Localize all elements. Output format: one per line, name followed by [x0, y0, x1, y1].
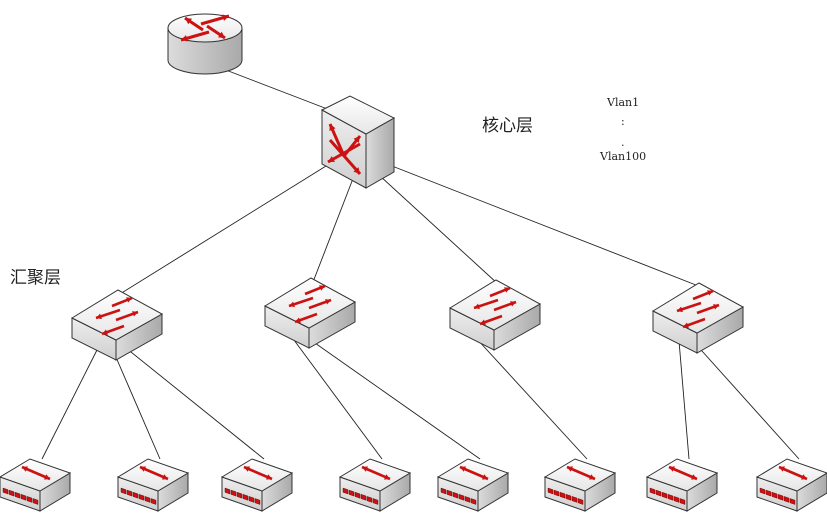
- link-core-aggregation: [391, 165, 702, 288]
- vlan-start-label: Vlan1: [606, 96, 639, 109]
- access-switch-icon: [338, 458, 412, 512]
- vlan-dot-small: .: [621, 136, 625, 149]
- link-aggregation-access: [475, 337, 588, 460]
- aggregation-switch-icon: [651, 282, 745, 354]
- access-switch-icon: [116, 458, 190, 512]
- access-switch-icon: [436, 458, 510, 512]
- aggregation-switch-icon: [70, 289, 164, 361]
- vlan-range-label: Vlan1 : . Vlan100: [599, 96, 646, 163]
- link-aggregation-access: [304, 335, 481, 460]
- access-switch-icon: [220, 458, 294, 512]
- vlan-end-label: Vlan100: [599, 150, 646, 163]
- vlan-dots: :: [621, 115, 625, 128]
- link-aggregation-access: [678, 340, 690, 460]
- access-switch-icon: [543, 458, 617, 512]
- link-aggregation-access: [125, 347, 265, 460]
- link-core-aggregation: [379, 175, 499, 285]
- core-switch-icon: [320, 95, 396, 189]
- aggregation-layer-label: 汇聚层: [10, 268, 61, 288]
- link-core-aggregation: [312, 175, 355, 283]
- access-switch-icon: [645, 458, 719, 512]
- access-switch-icon: [755, 458, 827, 512]
- devices: [0, 13, 827, 512]
- link-aggregation-access: [41, 347, 99, 460]
- aggregation-switch-icon: [448, 279, 542, 351]
- link-aggregation-access: [692, 340, 800, 460]
- links: [41, 61, 800, 460]
- router-icon: [167, 13, 243, 75]
- link-aggregation-access: [290, 335, 383, 460]
- link-core-aggregation: [119, 165, 327, 295]
- link-aggregation-access: [111, 347, 161, 460]
- access-switch-icon: [0, 458, 72, 512]
- aggregation-switch-icon: [263, 277, 357, 349]
- core-layer-label: 核心层: [482, 116, 533, 136]
